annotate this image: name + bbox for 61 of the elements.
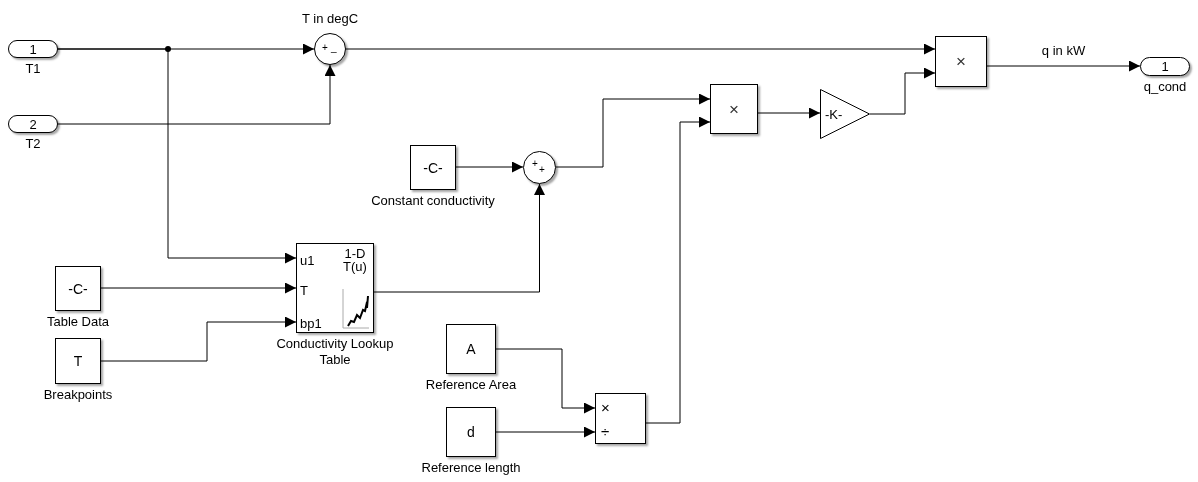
signal-line xyxy=(986,60,1141,72)
sum-block xyxy=(523,151,556,184)
block-name: Reference length xyxy=(421,460,521,476)
block-value: A xyxy=(466,342,476,356)
signal-line xyxy=(57,48,297,264)
signal-line xyxy=(645,116,711,424)
signal-line xyxy=(869,67,936,115)
signal-line xyxy=(757,107,821,119)
port-number: 2 xyxy=(29,117,37,131)
constant-block xyxy=(410,145,456,190)
sum-block xyxy=(314,33,346,65)
operator-sign: × xyxy=(729,100,739,118)
sign-label: + xyxy=(532,159,538,169)
signal-line xyxy=(345,43,936,55)
signal-line xyxy=(555,93,711,168)
lookup-table-block xyxy=(296,243,374,333)
product-block xyxy=(935,36,987,87)
block-name: Constant conductivity xyxy=(371,193,495,209)
signal-line xyxy=(57,64,336,125)
block-value: T xyxy=(73,354,83,368)
gain-block xyxy=(820,89,870,139)
block-name: Conductivity Lookup Table xyxy=(275,336,395,368)
port-label: T xyxy=(300,284,308,297)
operator-sign: × xyxy=(601,400,610,415)
signal-line xyxy=(495,348,596,414)
table-type-label: 1-D T(u) xyxy=(342,247,368,273)
signal-line xyxy=(455,161,524,173)
operator-sign: × xyxy=(956,53,966,70)
signal-line xyxy=(100,316,297,362)
constant-block xyxy=(446,407,496,457)
block-value: d xyxy=(467,425,475,439)
port-block xyxy=(1140,57,1190,76)
block-name: T1 xyxy=(25,61,41,77)
signal-line xyxy=(100,282,297,294)
block-name: Table Data xyxy=(46,314,110,330)
block-name: T in degC xyxy=(301,11,359,27)
port-block xyxy=(8,40,58,58)
signal-line xyxy=(495,426,596,438)
gain-value: -K- xyxy=(825,107,843,121)
block-value: -C- xyxy=(68,281,88,296)
block-name: T2 xyxy=(25,136,41,152)
port-number: 1 xyxy=(1161,60,1169,73)
port-block xyxy=(8,115,58,133)
constant-block xyxy=(55,266,101,311)
port-number: 1 xyxy=(29,42,37,56)
signal-line xyxy=(373,183,545,293)
port-label: u1 xyxy=(300,254,315,267)
sign-label: + xyxy=(539,165,545,175)
block-name: Breakpoints xyxy=(43,387,113,403)
port-label: bp1 xyxy=(300,317,322,330)
block-name: Reference Area xyxy=(425,377,517,393)
block-name: q_cond xyxy=(1143,79,1187,95)
block-value: -C- xyxy=(423,160,443,175)
signal-label: q in kW xyxy=(1039,44,1088,57)
divide-block xyxy=(595,393,646,444)
sign-label: + xyxy=(322,43,328,53)
operator-sign: ÷ xyxy=(601,424,610,439)
constant-block xyxy=(55,338,101,384)
sign-label: _ xyxy=(331,43,337,53)
product-block xyxy=(710,84,758,134)
constant-block xyxy=(446,324,496,374)
